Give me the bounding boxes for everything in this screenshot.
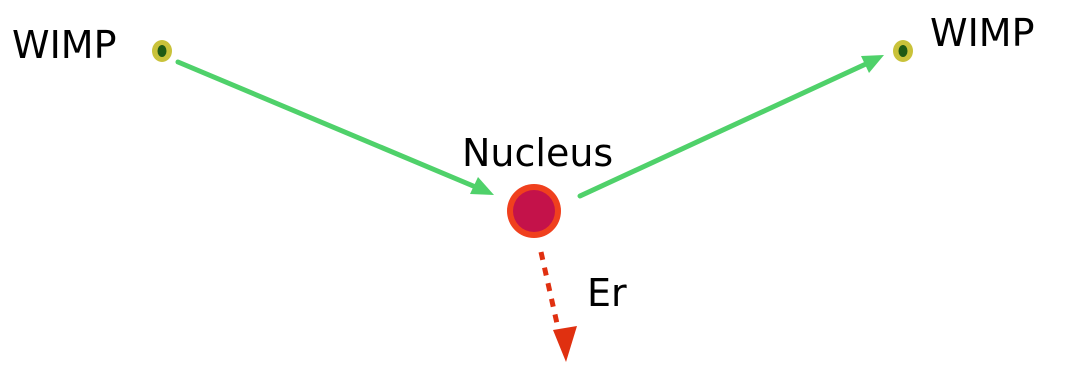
incoming-trajectory-arrow <box>175 59 494 195</box>
outgoing-trajectory-arrow <box>577 55 884 199</box>
recoil-energy-arrow <box>538 251 577 362</box>
nucleus-circle-icon <box>507 184 561 238</box>
recoil-energy-label: Er <box>587 271 627 315</box>
wimp-incoming-label: WIMP <box>12 23 116 67</box>
nucleus-label: Nucleus <box>462 131 613 175</box>
wimp-outgoing-label: WIMP <box>930 11 1034 55</box>
wimp-particle-icon <box>893 40 913 62</box>
wimp-particle-icon <box>152 40 172 62</box>
